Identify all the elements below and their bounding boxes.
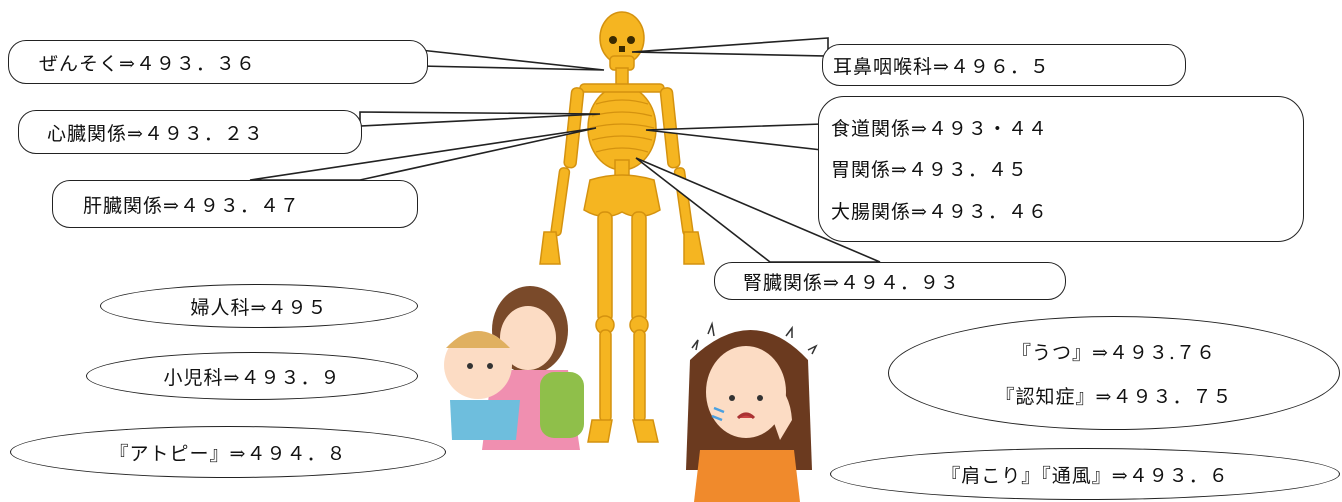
- callout-pointers: [249, 37, 881, 263]
- skull-face-icon: [609, 36, 635, 52]
- callout-liver: 肝臓関係⇒４９３．４７: [52, 180, 418, 228]
- callout-asthma: ぜんそく⇒４９３．３６: [8, 40, 428, 84]
- callout-gynecology: 婦人科⇒４９５: [100, 284, 418, 328]
- callout-kidney-text: 腎臓関係⇒４９４．９３: [743, 271, 960, 294]
- mother-baby-illustration: [444, 286, 584, 450]
- callout-colon-text: 大腸関係⇒４９３．４６: [831, 200, 1048, 223]
- callout-shoulder-gout: 『肩こり』『通風』⇒４９３．６: [830, 448, 1340, 500]
- callout-gynecology-text: 婦人科⇒４９５: [190, 296, 328, 319]
- callout-liver-text: 肝臓関係⇒４９３．４７: [83, 194, 300, 217]
- callout-atopy: 『アトピー』⇒４９４．８: [10, 426, 446, 478]
- callout-digestive: 食道関係⇒４９３・４４ 胃関係⇒４９３．４５ 大腸関係⇒４９３．４６: [818, 96, 1304, 242]
- callout-esophagus-text: 食道関係⇒４９３・４４: [831, 118, 1048, 141]
- callout-shoulder-gout-text: 『肩こり』『通風』⇒４９３．６: [941, 464, 1229, 487]
- rib-lines: [589, 99, 655, 153]
- worried-woman-illustration: [686, 321, 818, 502]
- callout-mental: 『うつ』⇒４９３.７６ 『認知症』⇒４９３．７５: [888, 316, 1340, 430]
- callout-ent: 耳鼻咽喉科⇒４９６．５: [822, 44, 1186, 86]
- skeleton-illustration: [539, 11, 705, 443]
- callout-pediatrics: 小児科⇒４９３．９: [86, 352, 418, 400]
- callout-asthma-text: ぜんそく⇒４９３．３６: [39, 52, 256, 75]
- callout-stomach-text: 胃関係⇒４９３．４５: [831, 159, 1028, 182]
- callout-dementia-text: 『認知症』⇒４９３．７５: [995, 385, 1233, 408]
- callout-kidney: 腎臓関係⇒４９４．９３: [714, 262, 1066, 300]
- callout-depression-text: 『うつ』⇒４９３.７６: [1012, 341, 1216, 364]
- callout-pediatrics-text: 小児科⇒４９３．９: [163, 366, 341, 389]
- callout-atopy-text: 『アトピー』⇒４９４．８: [109, 442, 347, 465]
- callout-ent-text: 耳鼻咽喉科⇒４９６．５: [833, 55, 1050, 78]
- callout-heart: 心臓関係⇒４９３．２３: [18, 110, 362, 154]
- callout-heart-text: 心臓関係⇒４９３．２３: [47, 122, 264, 145]
